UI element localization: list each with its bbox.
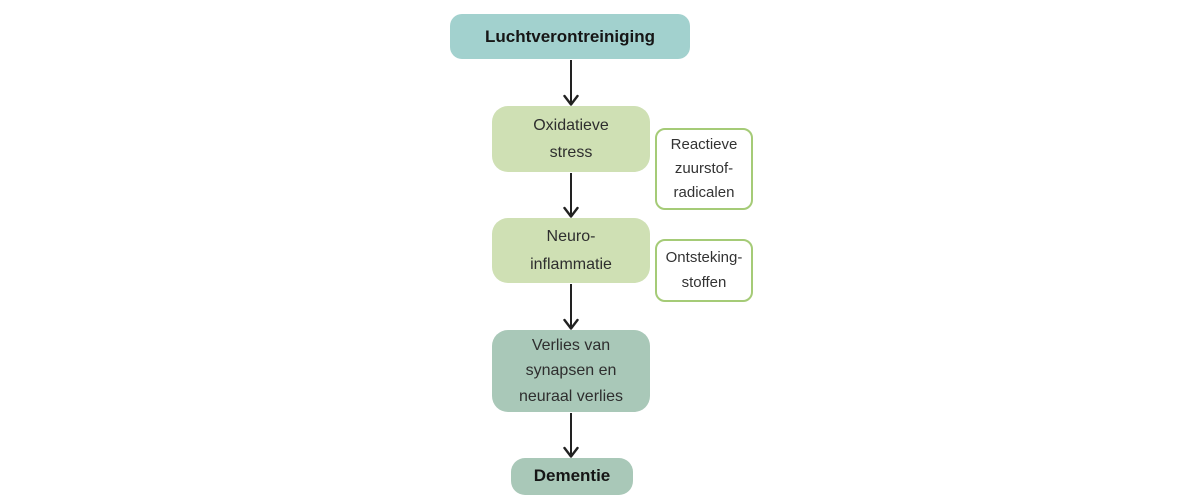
node-verlies-synapsen: Verlies van synapsen en neuraal verlies [492, 330, 650, 412]
node-dementie: Dementie [511, 458, 633, 495]
node-luchtverontreiniging: Luchtverontreiniging [450, 14, 690, 59]
side-note-ontstekingstoffen: Ontsteking- stoffen [655, 239, 753, 302]
arrow-down-icon [563, 173, 579, 218]
side-note-reactieve-zuurstofradicalen: Reactieve zuurstof- radicalen [655, 128, 753, 210]
arrow-down-icon [563, 60, 579, 106]
arrow-down-icon [563, 413, 579, 458]
node-oxidatieve-stress: Oxidatieve stress [492, 106, 650, 172]
node-neuro-inflammatie: Neuro- inflammatie [492, 218, 650, 283]
arrow-down-icon [563, 284, 579, 330]
